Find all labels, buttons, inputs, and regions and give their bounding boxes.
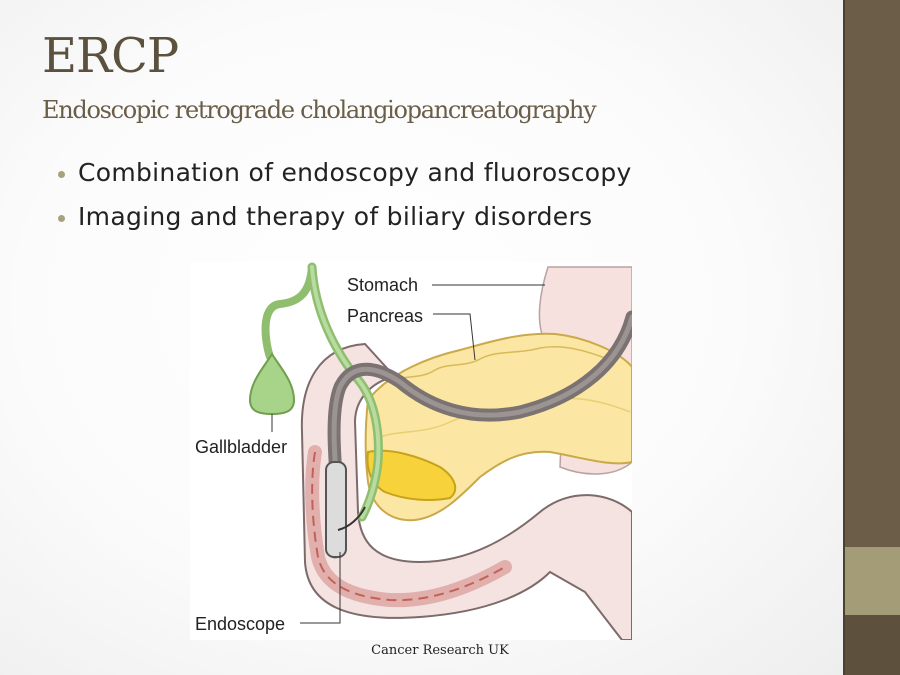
sidebar-band-top	[843, 0, 900, 547]
bullet-item: Imaging and therapy of biliary disorders	[58, 202, 632, 246]
slide-canvas: ERCP Endoscopic retrograde cholangiopanc…	[0, 0, 843, 675]
bile-duct	[261, 263, 316, 361]
duodenum-shape	[300, 342, 632, 640]
sidebar-decoration	[843, 0, 900, 675]
label-pancreas: Pancreas	[347, 306, 423, 326]
sidebar-band-bottom	[843, 615, 900, 675]
label-gallbladder: Gallbladder	[195, 437, 287, 457]
bullet-dot-icon	[58, 171, 65, 178]
bullet-dot-icon	[58, 215, 65, 222]
label-stomach: Stomach	[347, 275, 418, 295]
ercp-anatomy-illustration: Stomach Pancreas Gallbladder Endoscope	[190, 262, 632, 640]
bullet-text: Imaging and therapy of biliary disorders	[78, 202, 593, 231]
bullet-item: Combination of endoscopy and fluoroscopy	[58, 158, 632, 202]
sidebar-edge	[843, 0, 845, 675]
bullet-list: Combination of endoscopy and fluoroscopy…	[58, 158, 632, 246]
sidebar-band-accent	[843, 547, 900, 615]
slide-subtitle: Endoscopic retrograde cholangiopancreato…	[42, 96, 597, 124]
figure-caption: Cancer Research UK	[371, 643, 509, 658]
slide-title: ERCP	[42, 28, 179, 84]
label-endoscope: Endoscope	[195, 614, 285, 634]
bullet-text: Combination of endoscopy and fluoroscopy	[78, 158, 632, 187]
